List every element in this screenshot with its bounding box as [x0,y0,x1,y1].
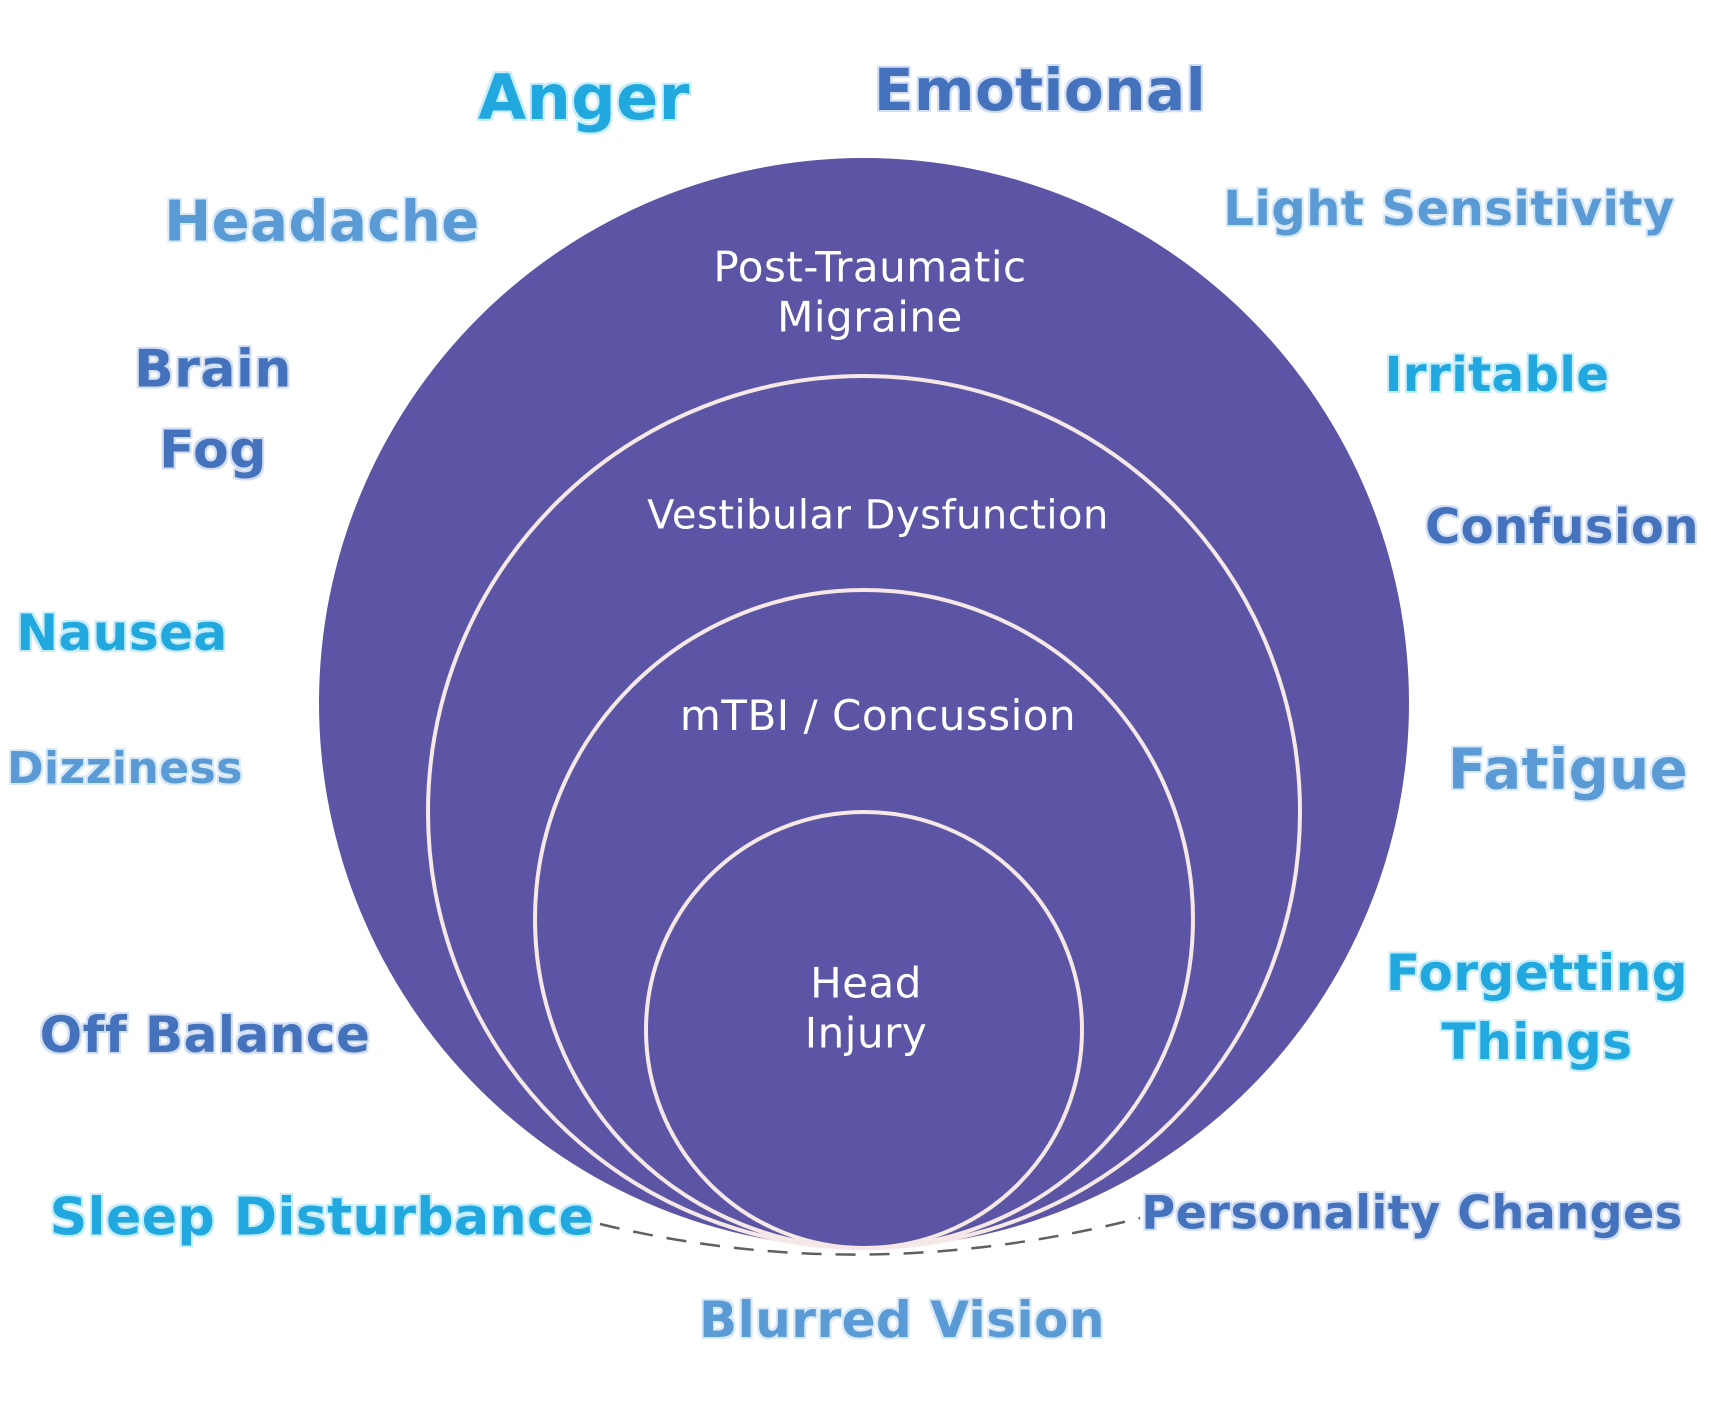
symptom-label-confusion: Confusion [1424,499,1700,556]
symptom-label-light-sensitivity: Light Sensitivity [1223,181,1675,238]
symptom-label-emotional: Emotional [873,55,1207,124]
dashed-baseline-arc [599,1216,1141,1256]
symptom-label-sleep-disturbance: Sleep Disturbance [49,1187,595,1248]
circle-head-injury [644,810,1084,1250]
circle-title-vestibular-dysfunction: Vestibular Dysfunction [647,492,1109,539]
symptom-label-irritable: Irritable [1384,347,1610,404]
symptom-label-dizziness: Dizziness [7,743,243,795]
symptom-label-headache: Headache [164,189,480,255]
symptom-label-blurred-vision: Blurred Vision [698,1290,1106,1349]
symptom-label-fatigue: Fatigue [1447,737,1689,803]
symptom-label-off-balance: Off Balance [39,1005,371,1064]
circle-title-mtbi-concussion: mTBI / Concussion [679,691,1077,741]
nested-circles-group [319,158,1409,1250]
symptom-label-personality-changes: Personality Changes [1141,1185,1683,1240]
symptom-label-nausea: Nausea [16,603,228,662]
symptom-label-anger: Anger [478,61,690,135]
